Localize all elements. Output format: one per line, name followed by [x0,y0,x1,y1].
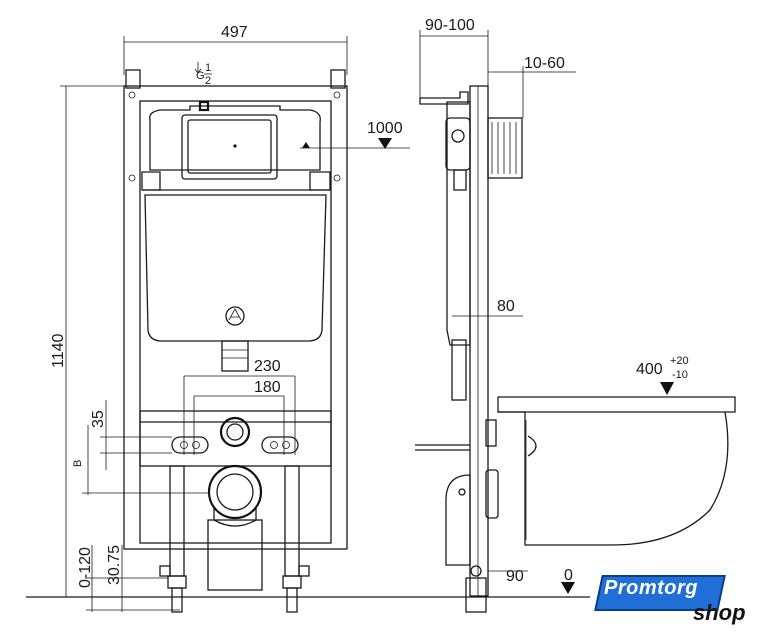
arrow-icon [194,62,202,74]
dim-90-100: 90-100 [425,17,475,34]
level-marker-icon [378,138,392,149]
dim-90: 90 [506,568,524,585]
dim-0-120: 0-120 [77,547,94,588]
thread-num: 1 [205,62,211,74]
dim-497: 497 [221,24,248,41]
dim-10-60: 10-60 [524,55,565,72]
water-inlet [219,416,251,448]
toilet-bowl [497,396,736,546]
flush-button-side [487,117,523,179]
dim-230: 230 [254,358,281,375]
dim-1000: 1000 [367,120,403,137]
dim-80: 80 [497,298,515,315]
leg-left [169,465,185,577]
tol-minus: -10 [672,369,688,381]
dim-0: 0 [564,567,573,584]
dim-400: 400 [636,361,663,378]
height-marker-icon [660,382,674,395]
dim-1140: 1140 [50,333,67,368]
anchor-slot-right [261,436,299,454]
frame-outline [123,85,348,550]
anchor-slot-left [171,436,209,454]
drain-bend [445,474,471,566]
cistern [144,194,327,342]
logo-mark-icon [225,306,245,326]
tiny-label: B [72,460,84,467]
logo-shop: shop [693,600,746,625]
drain-outlet [207,464,263,520]
thread-g: G [196,70,205,82]
dim-30-75: 30.75 [106,545,123,585]
tol-plus: +20 [670,355,689,367]
side-frame [469,85,489,597]
flush-button-plate [181,114,278,180]
front-view: 497 G 1 2 [72,24,348,613]
side-view: 90-100 10-60 80 [415,17,736,613]
logo-promtorg: Promtorg [604,577,698,599]
dim-180: 180 [254,379,281,396]
leg-right [284,465,300,577]
floor-marker-icon [561,582,575,594]
thread-den: 2 [205,75,211,87]
dim-35: 35 [90,410,107,428]
